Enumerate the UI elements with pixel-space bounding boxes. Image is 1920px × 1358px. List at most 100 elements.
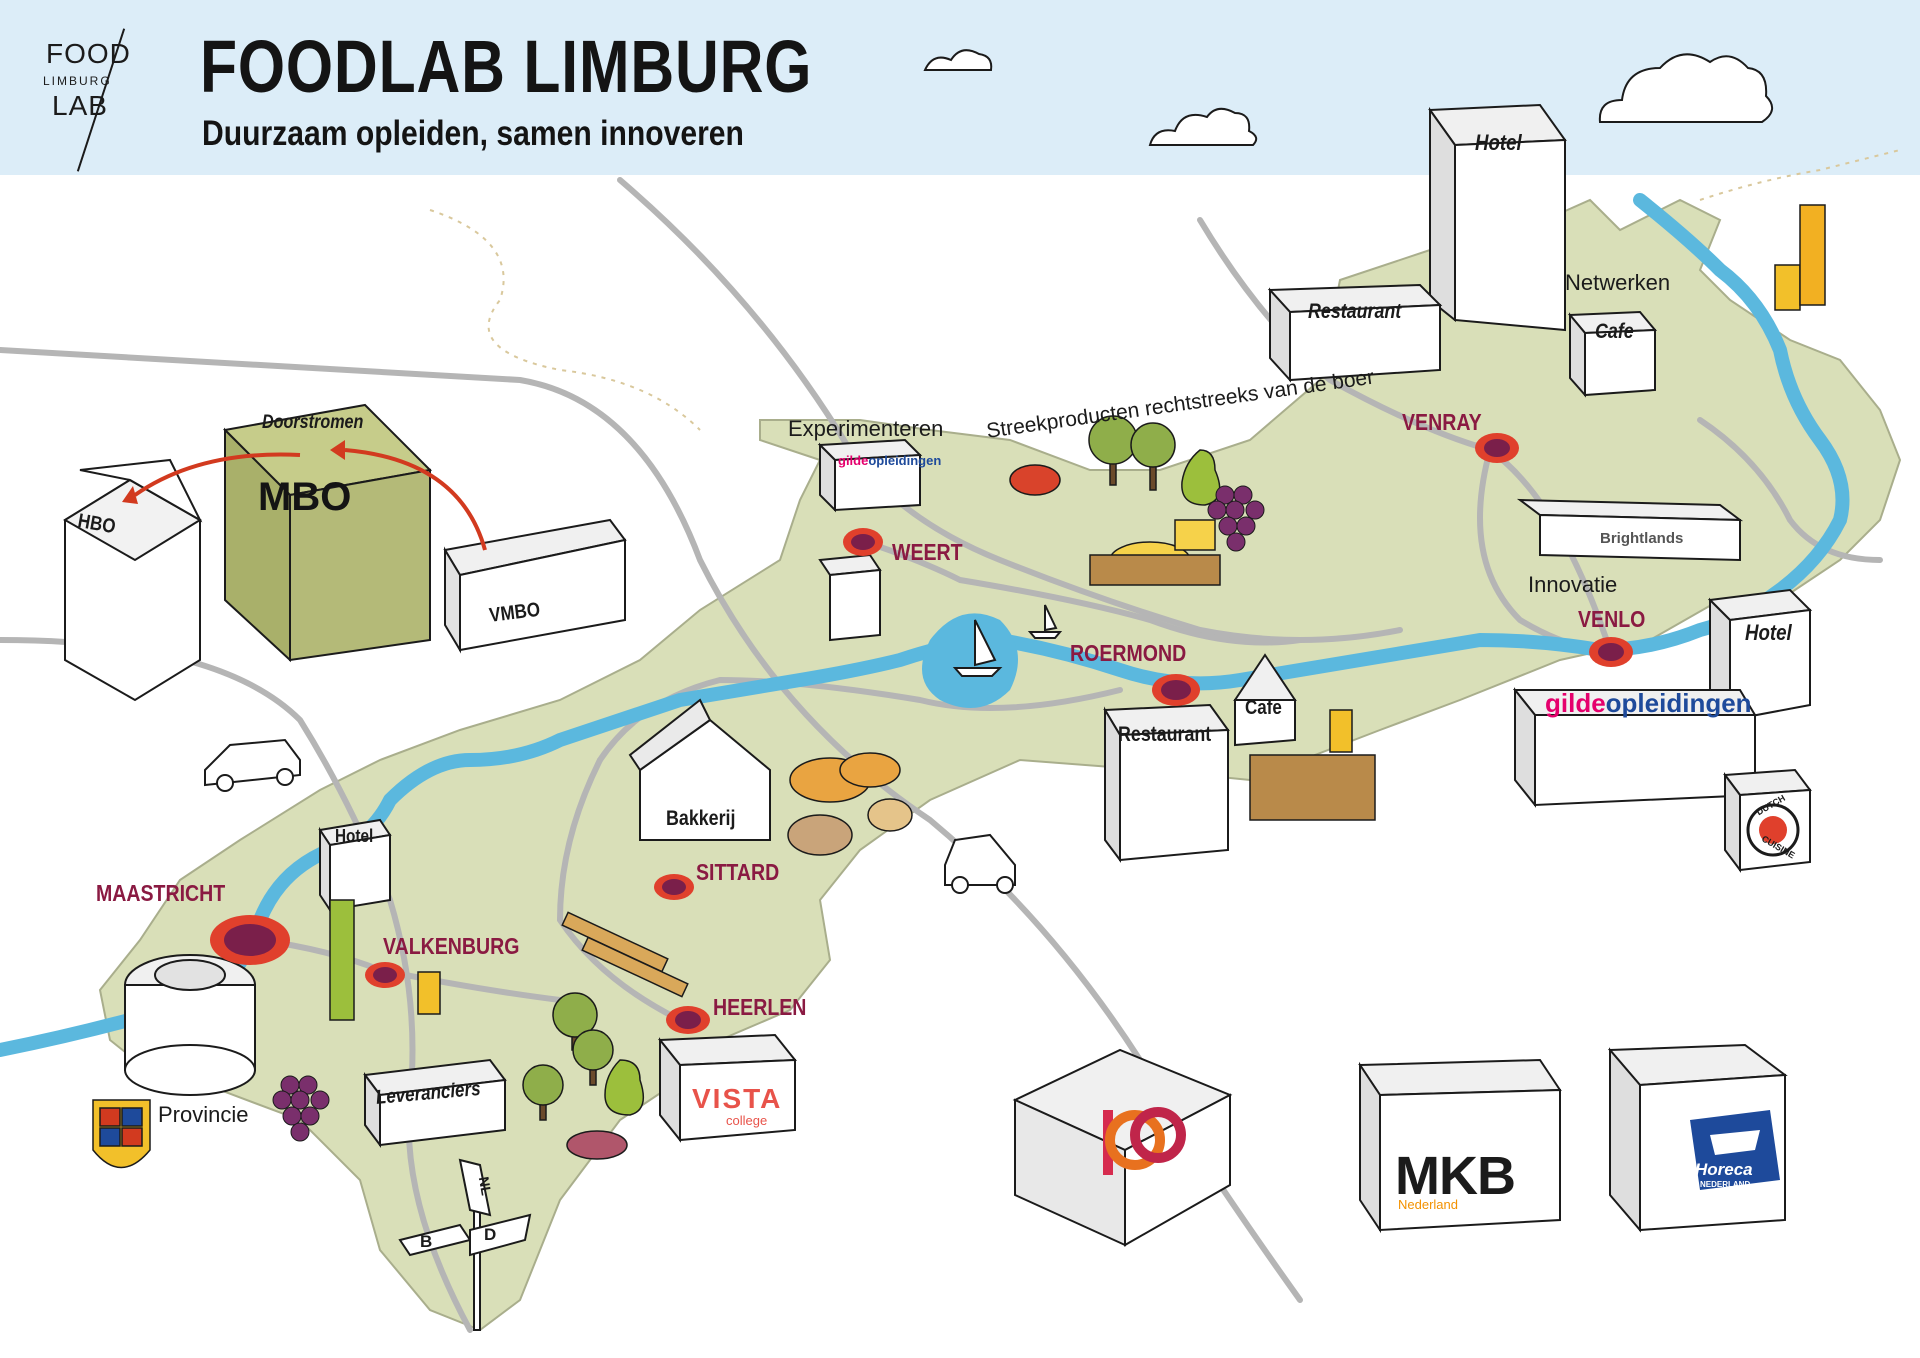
marker-venlo <box>1589 637 1633 667</box>
marker-roermond <box>1152 674 1200 706</box>
foodlab-logo: FOOD LIMBURG LAB <box>40 28 140 172</box>
label-provincie: Provincie <box>158 1102 249 1127</box>
mbo-building <box>222 403 433 663</box>
trees <box>522 415 1176 1121</box>
sky-header <box>0 0 1920 175</box>
board <box>1089 554 1221 586</box>
sbb-box <box>1012 1048 1233 1247</box>
hotel-maastricht-building <box>318 818 392 914</box>
bakkerij-building <box>628 698 771 841</box>
tomato-icon <box>1009 464 1061 496</box>
gilde-weert-logo: gildeopleidingen <box>838 453 941 468</box>
arrow-heads <box>122 440 345 504</box>
buildings <box>63 103 1813 1247</box>
bakkerij-label: Bakkerij <box>666 807 736 830</box>
wine-bottle-icon <box>329 899 355 1021</box>
signpost-b: B <box>420 1232 433 1251</box>
tree-icon <box>552 992 598 1051</box>
hbo-building <box>63 458 203 702</box>
marker-weert <box>843 528 883 556</box>
signpost-d: D <box>484 1225 497 1244</box>
sailboat-icon <box>1027 604 1063 639</box>
label-experimenteren: Experimenteren <box>788 416 944 441</box>
clouds <box>923 49 1773 146</box>
bread-icon <box>867 798 913 832</box>
cafe-roermond-label: Cafe <box>1245 697 1282 719</box>
marker-heerlen <box>666 1006 710 1034</box>
cafe-top-label: Cafe <box>1595 320 1634 343</box>
grapes-icon <box>272 485 1265 1142</box>
tree-icon <box>1130 422 1176 491</box>
cafe-roermond-building <box>1233 653 1297 747</box>
gilde-prefix: gilde <box>838 453 869 468</box>
hotel-tower <box>1428 103 1567 332</box>
province-land <box>98 198 1902 1332</box>
dutch-cuisine-logo-icon <box>1746 803 1800 857</box>
gilde-venlo-logo: gildeopleidingen <box>1545 688 1752 719</box>
hotel-venlo-building <box>1707 588 1813 723</box>
brightlands-label: Brightlands <box>1600 530 1684 547</box>
beer-glass-icon <box>417 971 441 1015</box>
pie-icon <box>839 752 901 788</box>
leveranciers-building <box>363 1058 507 1148</box>
gilde-weert-building <box>817 438 923 513</box>
cheese-icon <box>1174 519 1216 551</box>
bread-icon <box>787 814 853 856</box>
sbb-logo-icon <box>1103 1107 1186 1175</box>
restaurant-roermond-label: Restaurant <box>1118 723 1212 746</box>
vmbo-building <box>443 518 627 654</box>
city-valkenburg: VALKENBURG <box>383 933 520 959</box>
city-maastricht: MAASTRICHT <box>96 880 226 906</box>
tree-icon <box>572 1029 614 1086</box>
restaurant-building <box>1267 283 1443 383</box>
marker-maastricht <box>210 915 290 965</box>
label-netwerken: Netwerken <box>1565 270 1671 295</box>
label-innovatie: Innovatie <box>1528 572 1618 597</box>
city-weert: WEERT <box>892 539 963 565</box>
pig-icon <box>566 1130 628 1160</box>
maastricht-landmark <box>124 954 256 1096</box>
lake <box>922 613 1018 708</box>
vista-logo: VISTA <box>692 1083 783 1114</box>
vista-building <box>657 1033 798 1143</box>
car-icon <box>944 833 1016 894</box>
signpost-nl: NL <box>475 1175 495 1197</box>
brightlands-building <box>1516 498 1744 562</box>
signpost-icon <box>398 1158 532 1331</box>
food-items <box>329 204 1826 1160</box>
hotel-venlo-label: Hotel <box>1745 620 1792 645</box>
cafe-building <box>1567 310 1658 398</box>
restaurant-top-label: Restaurant <box>1308 300 1402 323</box>
vista-sub-logo: college <box>726 1113 768 1128</box>
mkb-box <box>1358 1058 1562 1234</box>
gilde-suffix: opleidingen <box>1605 688 1752 718</box>
beer-tap-icon <box>1799 204 1826 306</box>
logo-line-limburg: LIMBURG <box>43 74 112 88</box>
marker-venray <box>1475 433 1519 463</box>
pear-icon <box>604 449 1221 1116</box>
beer-glass-icon <box>1774 264 1801 311</box>
marker-sittard <box>654 874 694 900</box>
baguette-icon <box>581 936 689 998</box>
tree-icon <box>522 1064 564 1121</box>
horeca-logo-icon <box>1690 1110 1780 1190</box>
lab-building <box>818 553 882 642</box>
mbo-label: MBO <box>258 475 352 519</box>
city-roermond: ROERMOND <box>1070 640 1187 666</box>
city-venray: VENRAY <box>1402 409 1482 435</box>
city-venlo: VENLO <box>1578 606 1646 632</box>
borders <box>429 149 1901 431</box>
doorstromen-label: Doorstromen <box>262 412 364 433</box>
car-icon <box>204 738 301 792</box>
hotel-top-label: Hotel <box>1475 130 1522 155</box>
mkb-logo: MKB <box>1395 1146 1516 1206</box>
cutting-board <box>1249 754 1376 821</box>
city-markers <box>210 433 1633 1034</box>
horeca-sub-logo: NEDERLAND <box>1700 1180 1751 1189</box>
beer-glass-icon <box>1329 709 1353 753</box>
city-sittard: SITTARD <box>696 859 780 885</box>
coat-of-arms-icon <box>92 1099 151 1169</box>
page-subtitle: Duurzaam opleiden, samen innoveren <box>202 114 744 153</box>
mkb-sub-logo: Nederland <box>1398 1197 1458 1212</box>
